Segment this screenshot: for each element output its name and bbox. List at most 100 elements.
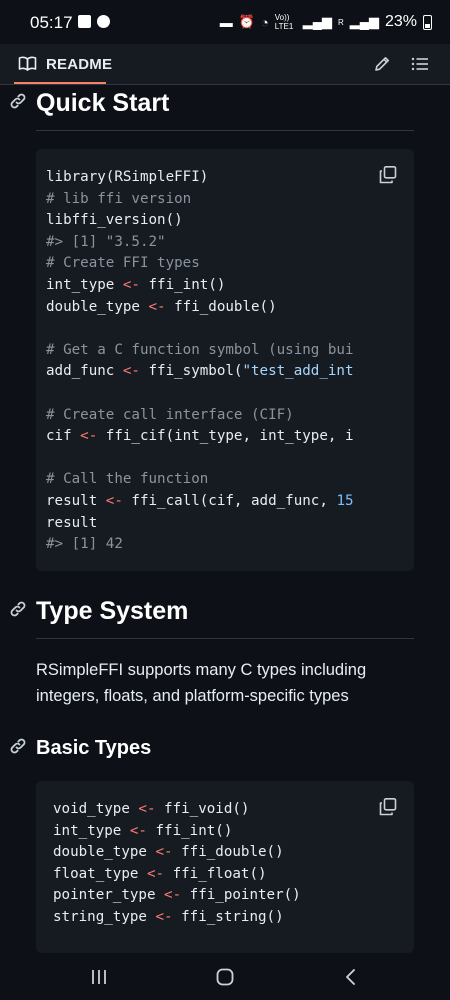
code-token: pointer_type [53, 887, 165, 904]
code-token: double_type [46, 298, 149, 315]
anchor-link[interactable] [8, 736, 28, 761]
code-line: #> [1] 42 [46, 534, 366, 556]
code-token: "test_add_int [242, 363, 354, 380]
code-token: ffi_symbol( [139, 363, 243, 380]
divider [36, 130, 414, 131]
code-token: <- [155, 908, 173, 925]
code-block-basic-types: void_type <- ffi_void()int_type <- ffi_i… [36, 781, 414, 953]
code-token: <- [129, 822, 147, 839]
code-token: # Create call interface (CIF) [46, 406, 294, 423]
code-line: result <- ffi_call(cif, add_func, 15 [46, 491, 366, 513]
code-line: libffi_version() [46, 210, 366, 232]
list-icon [411, 57, 428, 71]
code-token: ffi_double() [172, 844, 284, 861]
outline-button[interactable] [410, 54, 430, 74]
home-button[interactable] [210, 965, 240, 989]
book-icon [18, 56, 37, 71]
code-token: 15 [336, 492, 354, 509]
code-line: #> [1] "3.5.2" [46, 232, 366, 254]
code-token: string_type [53, 908, 156, 925]
code-token: result [46, 492, 106, 509]
code-token: <- [122, 363, 140, 380]
signal-icon: ▂▄▆ [302, 14, 332, 29]
back-button[interactable] [336, 965, 366, 989]
heading-type-system: Type System [8, 597, 188, 626]
code-token: # Create FFI types [46, 255, 200, 272]
edit-button[interactable] [372, 54, 392, 74]
code-line [46, 318, 366, 340]
code-token: <- [146, 865, 165, 882]
code-lines: void_type <- ffi_void()int_type <- ffi_i… [53, 799, 366, 929]
code-token: <- [148, 298, 166, 315]
pencil-icon [375, 57, 389, 71]
readme-tab-bar: README [0, 44, 450, 85]
code-line: float_type <- ffi_float() [53, 864, 366, 886]
code-token: ffi_call(cif, add_func, [122, 492, 337, 509]
readme-content[interactable]: Quick Start library(RSimpleFFI)# lib ffi… [0, 85, 450, 953]
anchor-link[interactable] [8, 599, 28, 624]
code-token: <- [138, 801, 156, 817]
status-time: 05:17 [30, 13, 73, 32]
code-line: double_type <- ffi_double() [46, 297, 366, 319]
alarm-icon: ⏰ [238, 14, 255, 29]
heading-text: Type System [36, 597, 189, 625]
code-token: <- [122, 276, 140, 293]
copy-icon [379, 165, 397, 184]
code-token: ffi_int() [146, 822, 233, 839]
copy-button[interactable] [378, 797, 398, 817]
copy-button[interactable] [378, 165, 398, 185]
system-nav-bar [0, 953, 450, 1000]
readme-tab[interactable]: README [18, 44, 112, 84]
code-token: # Call the function [46, 471, 209, 488]
recents-button[interactable] [84, 965, 114, 989]
code-line: # lib ffi version [46, 189, 366, 211]
code-token: <- [105, 492, 123, 509]
code-line: # Create FFI types [46, 253, 366, 275]
code-line: # Get a C function symbol (using bui [46, 340, 366, 362]
heading-basic-types: Basic Types [8, 736, 151, 761]
heading-text: Basic Types [36, 737, 152, 759]
code-line: cif <- ffi_cif(int_type, int_type, i [46, 426, 366, 448]
code-token: #> [1] "3.5.2" [46, 233, 166, 250]
signal-2-icon: ▂▄▆ [349, 14, 379, 29]
battery-icon [423, 14, 432, 30]
link-icon [10, 601, 26, 617]
lte-label: Vo)) LTE1 [274, 13, 294, 31]
back-icon [346, 969, 355, 985]
code-line: void_type <- ffi_void() [53, 799, 366, 821]
active-tab-indicator [14, 82, 106, 84]
code-token: ffi_void() [155, 801, 250, 817]
code-token: cif [46, 428, 81, 445]
code-line: add_func <- ffi_symbol("test_add_int [46, 361, 366, 383]
link-icon [10, 738, 26, 754]
code-line: string_type <- ffi_string() [53, 907, 366, 929]
battery-percent: 23% [384, 13, 417, 30]
wifi-icon: ◔ [260, 14, 269, 30]
link-icon [10, 93, 26, 109]
code-token: ffi_float() [164, 865, 267, 882]
code-token: # lib ffi version [46, 190, 192, 207]
sim-label: R [337, 17, 344, 27]
heading-quick-start: Quick Start [8, 89, 169, 118]
divider [36, 638, 414, 639]
code-token: result [46, 514, 98, 531]
code-token: ffi_cif(int_type, int_type, i [97, 428, 354, 445]
code-line: pointer_type <- ffi_pointer() [53, 885, 366, 907]
code-line: # Call the function [46, 469, 366, 491]
code-token: ffi_string() [172, 908, 284, 925]
gallery-notification-icon [78, 15, 91, 28]
code-line: int_type <- ffi_int() [46, 275, 366, 297]
code-token: float_type [53, 865, 147, 882]
code-line: double_type <- ffi_double() [53, 842, 366, 864]
type-system-paragraph: RSimpleFFI supports many C types includi… [36, 661, 367, 705]
code-token: # Get a C function symbol (using bui [46, 341, 354, 358]
anchor-link[interactable] [8, 91, 28, 116]
do-not-disturb-icon [97, 15, 110, 28]
code-line: # Create call interface (CIF) [46, 405, 366, 427]
code-line [46, 383, 366, 405]
code-token: void_type [53, 801, 139, 817]
code-token: double_type [53, 844, 156, 861]
code-token: ffi_double() [165, 298, 277, 315]
